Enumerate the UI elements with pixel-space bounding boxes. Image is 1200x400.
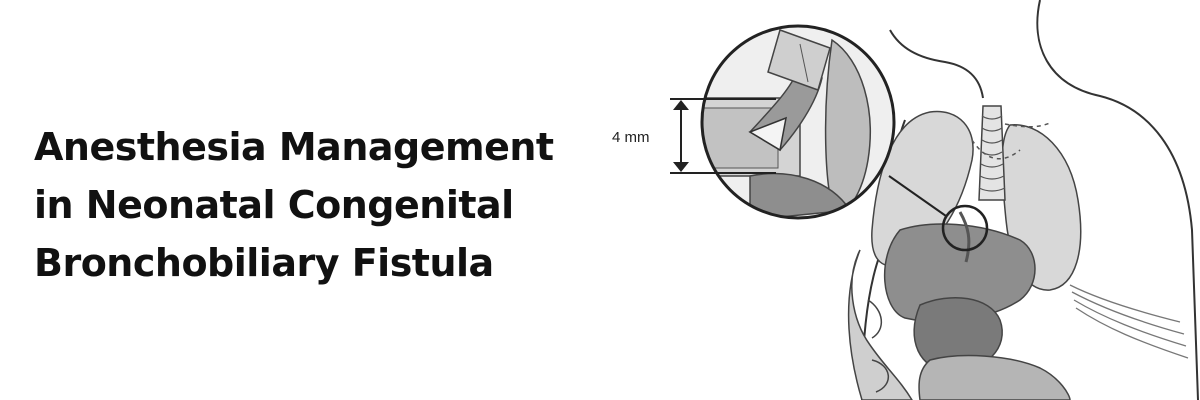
connector-line	[888, 175, 947, 217]
page-title: Anesthesia Management in Neonatal Congen…	[34, 118, 624, 292]
fistula-highlight-circle	[941, 204, 989, 252]
zoom-inset	[700, 24, 896, 220]
measurement-label: 4 mm	[612, 129, 650, 146]
title-line-3: Bronchobiliary Fistula	[34, 241, 494, 285]
title-line-1: Anesthesia Management	[34, 125, 554, 169]
torso-organs	[847, 105, 1189, 400]
measurement-indicator	[670, 98, 776, 174]
trachea-rings	[978, 115, 1006, 192]
fiber-bundle	[1069, 284, 1189, 359]
anatomy-illustration: 4 mm	[612, 0, 1199, 400]
title-line-2: in Neonatal Congenital	[34, 183, 514, 227]
